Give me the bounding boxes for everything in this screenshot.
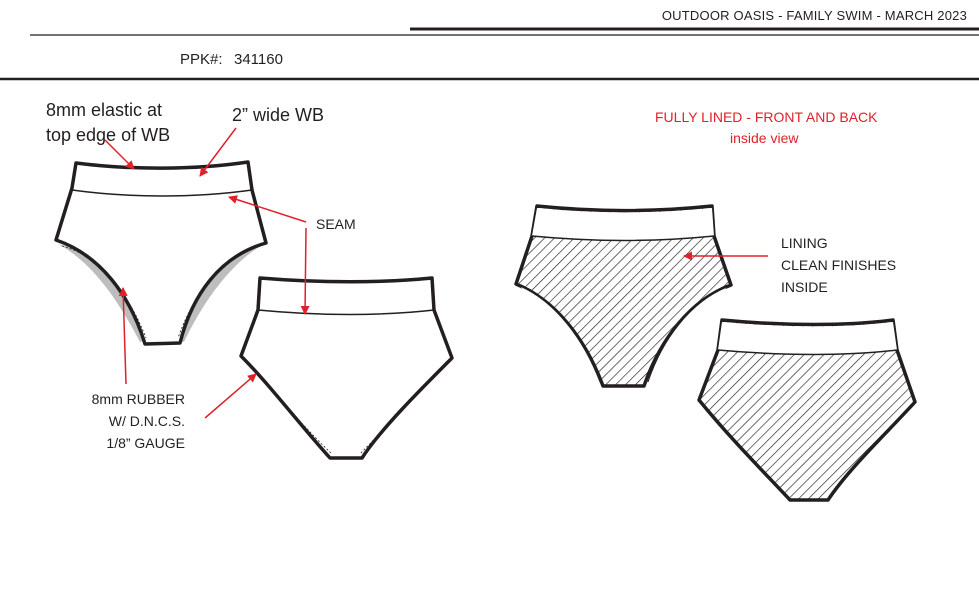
front-view-brief: [54, 160, 268, 346]
callout-arrows: [104, 127, 768, 419]
back-view-brief: [239, 276, 454, 460]
lined-note-title: FULLY LINED - FRONT AND BACK: [655, 109, 878, 125]
lined-back-view: [697, 318, 917, 502]
ppk-value: 341160: [234, 51, 283, 68]
lining-callout: LINING CLEAN FINISHES INSIDE: [781, 235, 897, 295]
ppk-label: PPK#:: [180, 51, 223, 68]
elastic-callout: 8mm elastic at top edge of WB: [46, 100, 171, 145]
lined-note-subtitle: inside view: [730, 130, 799, 146]
lined-front-view: [514, 204, 733, 388]
header-rules: [0, 27, 979, 81]
seam-callout: SEAM: [316, 216, 356, 232]
collection-title: OUTDOOR OASIS - FAMILY SWIM - MARCH 2023: [661, 8, 967, 23]
rubber-callout: 8mm RUBBER W/ D.N.C.S. 1/8” GAUGE: [91, 391, 185, 451]
waistband-width-callout: 2” wide WB: [232, 105, 325, 125]
